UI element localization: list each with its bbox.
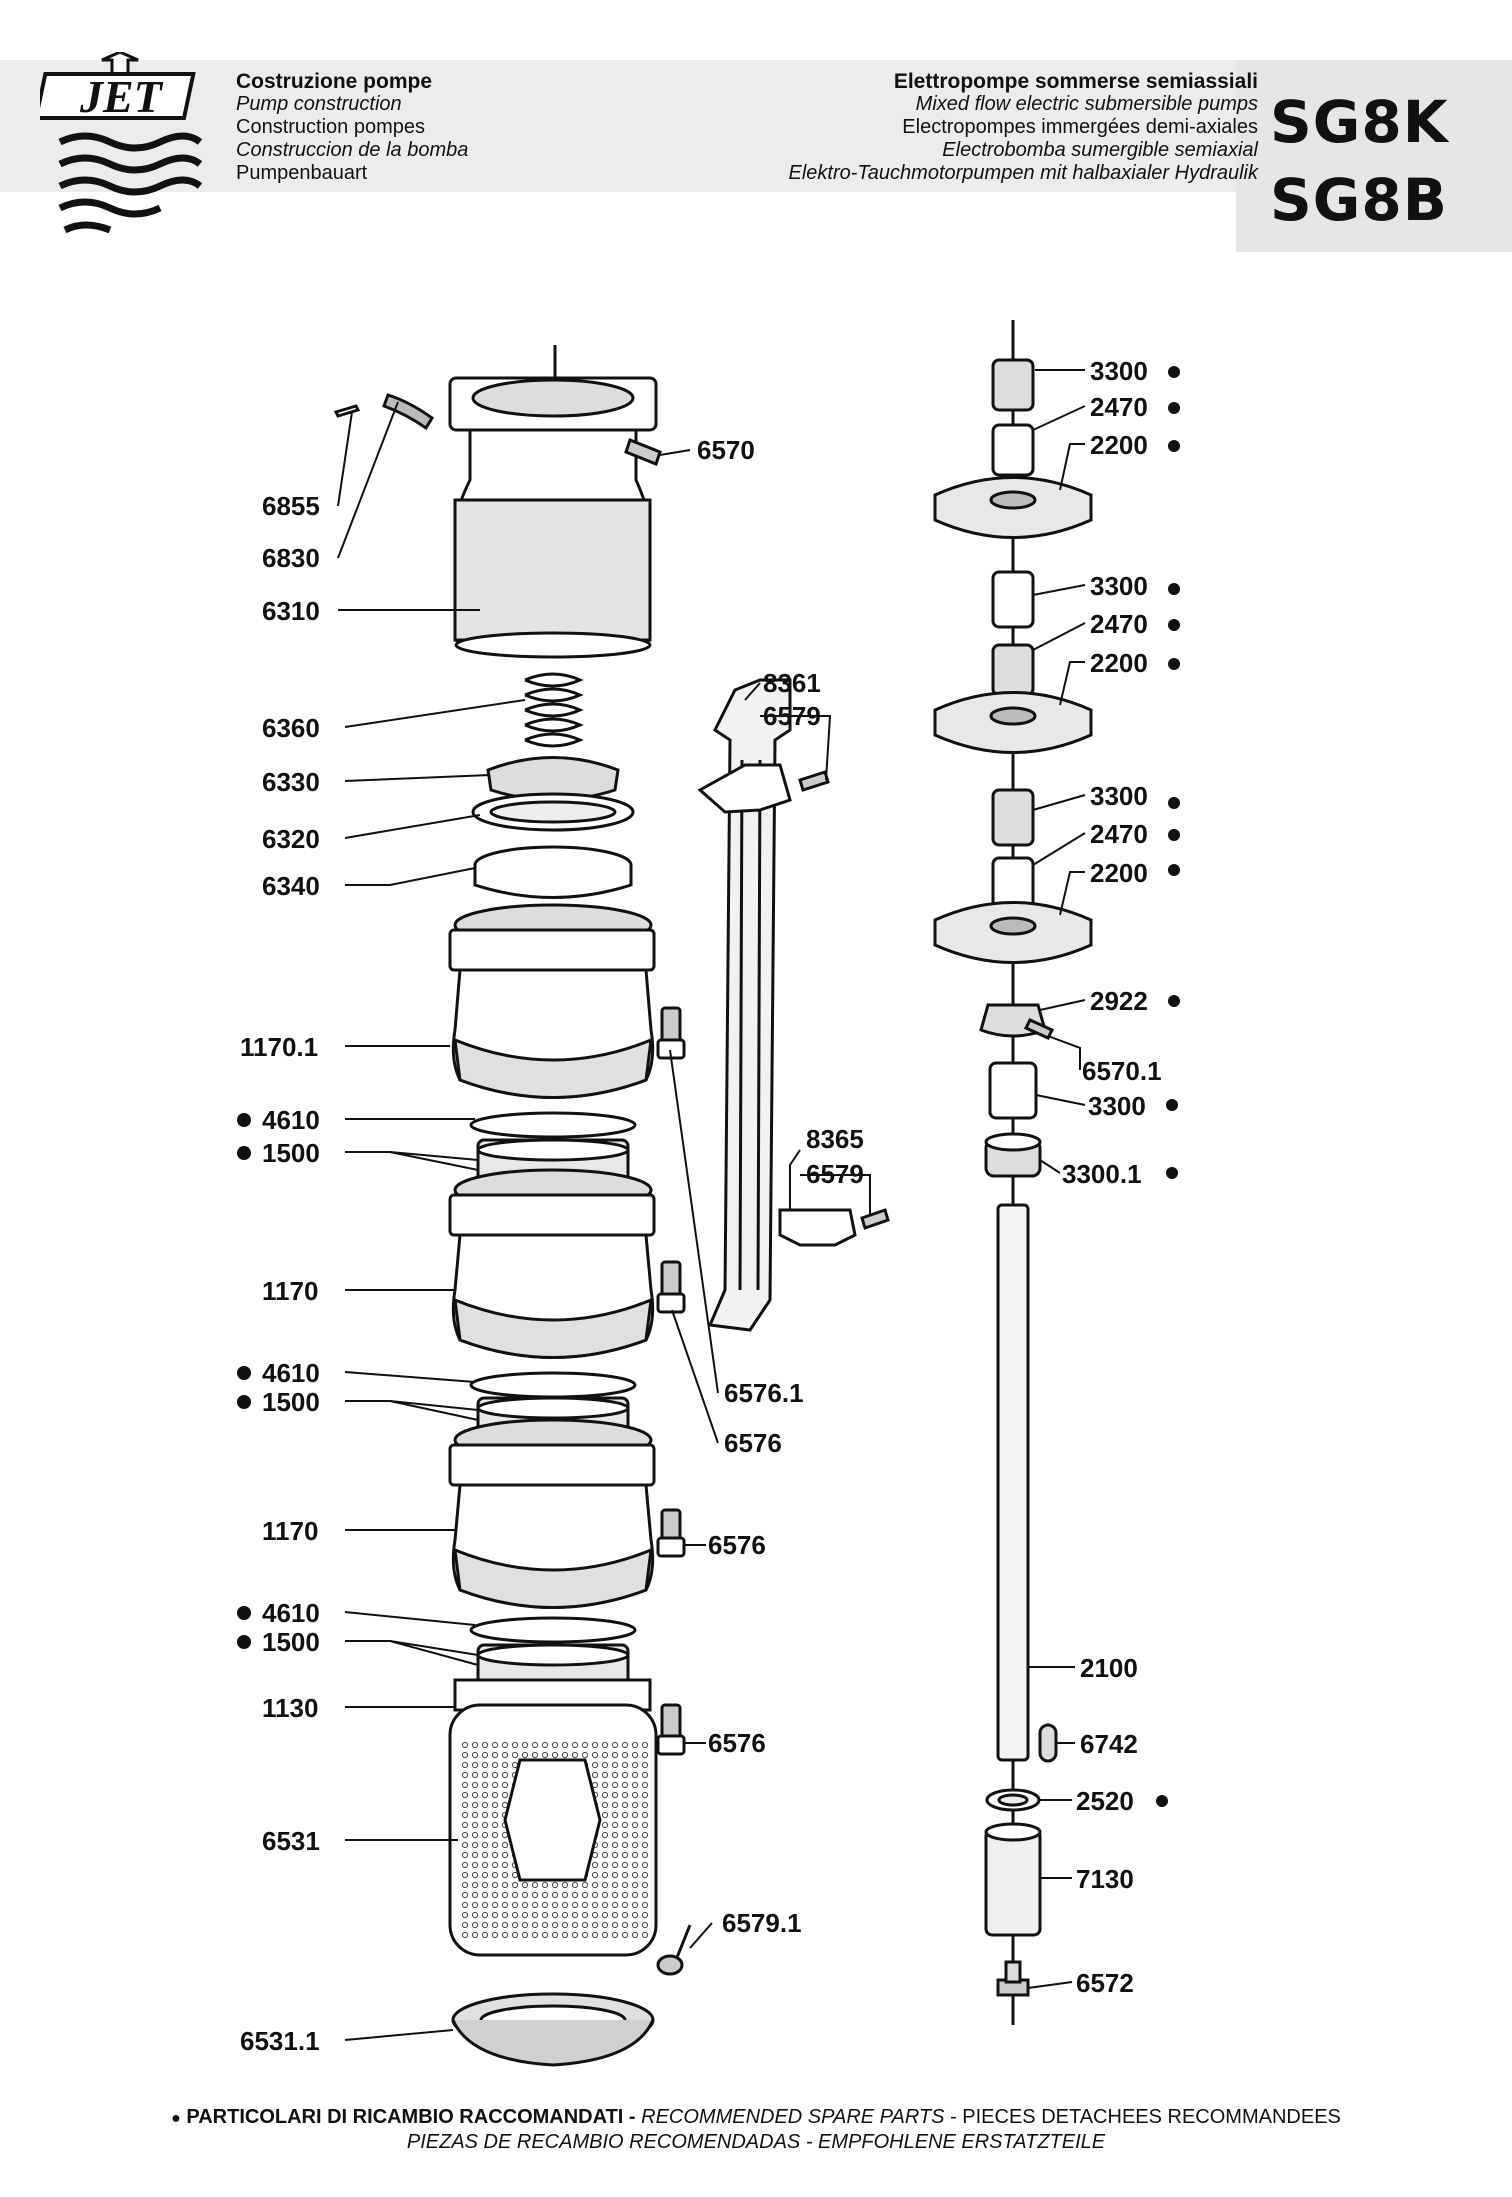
label-2470: 2470	[1090, 392, 1148, 422]
label-1170: 1170	[262, 1276, 318, 1306]
label-6576-1: 6576.1	[724, 1378, 804, 1408]
recommended-dot	[1166, 1099, 1178, 1111]
label-1500: 1500	[262, 1138, 320, 1168]
right-line-en: Mixed flow electric submersible pumps	[915, 93, 1258, 115]
recommended-dot	[237, 1635, 251, 1649]
label-8361: 8361	[763, 668, 821, 698]
recommended-dot	[237, 1606, 251, 1620]
label-6579: 6579	[763, 701, 821, 731]
label-3300: 3300	[1090, 781, 1148, 811]
left-line-fr: Construction pompes	[236, 116, 425, 138]
label-3300: 3300	[1090, 356, 1148, 386]
label-6320: 6320	[262, 824, 320, 854]
recommended-dot	[1168, 829, 1180, 841]
recommended-dot	[237, 1146, 251, 1160]
recommended-dot	[1168, 402, 1180, 414]
label-2470: 2470	[1090, 609, 1148, 639]
recommended-dot	[1168, 995, 1180, 1007]
label-1130: 1130	[262, 1693, 318, 1723]
label-2100: 2100	[1080, 1653, 1138, 1683]
label-6855: 6855	[262, 491, 320, 521]
right-line-fr: Electropompes immergées demi-axiales	[902, 116, 1258, 138]
label-2200: 2200	[1090, 430, 1148, 460]
label-6360: 6360	[262, 713, 320, 743]
header-right: Elettropompe sommerse semiassiali Mixed …	[789, 70, 1258, 185]
footer-french: - PIECES DETACHEES RECOMMANDEES	[944, 2106, 1341, 2128]
right-line-es: Electrobomba sumergible semiaxial	[942, 139, 1258, 161]
label-4610: 4610	[262, 1358, 320, 1388]
label-6531: 6531	[262, 1826, 320, 1856]
recommended-dot	[237, 1395, 251, 1409]
label-7130: 7130	[1076, 1864, 1134, 1894]
label-2200: 2200	[1090, 858, 1148, 888]
label-6576: 6576	[708, 1728, 766, 1758]
label-4610: 4610	[262, 1598, 320, 1628]
recommended-dot	[237, 1113, 251, 1127]
label-2200: 2200	[1090, 648, 1148, 678]
label-6340: 6340	[262, 871, 320, 901]
left-line-es: Construccion de la bomba	[236, 139, 469, 161]
label-6330: 6330	[262, 767, 320, 797]
jet-logo: JET	[40, 52, 203, 234]
left-line-de: Pumpenbauart	[236, 162, 368, 184]
label-6531-1: 6531.1	[240, 2026, 320, 2056]
svg-text:JET: JET	[79, 71, 164, 122]
label-6570-1: 6570.1	[1082, 1056, 1162, 1086]
label-6572: 6572	[1076, 1968, 1134, 1998]
footer-line-2: PIEZAS DE RECAMBIO RECOMENDADAS - EMPFOH…	[406, 2131, 1106, 2153]
right-title: Elettropompe sommerse semiassiali	[893, 70, 1258, 93]
recommended-dot	[1156, 1795, 1168, 1807]
label-2922: 2922	[1090, 986, 1148, 1016]
label-6310: 6310	[262, 596, 320, 626]
model-sg8b: SG8B	[1270, 166, 1448, 234]
right-line-de: Elektro-Tauchmotorpumpen mit halbaxialer…	[788, 162, 1258, 184]
recommended-dot	[237, 1366, 251, 1380]
recommended-dot	[1168, 366, 1180, 378]
recommended-dot	[1168, 619, 1180, 631]
label-3300: 3300	[1088, 1091, 1146, 1121]
label-2470: 2470	[1090, 819, 1148, 849]
recommended-dot	[1168, 440, 1180, 452]
label-8365: 8365	[806, 1124, 864, 1154]
label-6576: 6576	[708, 1530, 766, 1560]
label-3300-1: 3300.1	[1062, 1159, 1142, 1189]
label-1500: 1500	[262, 1387, 320, 1417]
footer-line-1: ● PARTICOLARI DI RICAMBIO RACCOMANDATI -…	[0, 2106, 1512, 2129]
label-6576: 6576	[724, 1428, 782, 1458]
label-2520: 2520	[1076, 1786, 1134, 1816]
recommended-dot	[1168, 658, 1180, 670]
left-line-en: Pump construction	[236, 93, 402, 115]
label-1500: 1500	[262, 1627, 320, 1657]
model-band	[1236, 60, 1512, 252]
label-1170: 1170	[262, 1516, 318, 1546]
label-6579: 6579	[806, 1159, 864, 1189]
label-4610: 4610	[262, 1105, 320, 1135]
recommended-dot	[1168, 583, 1180, 595]
label-6570: 6570	[697, 435, 755, 465]
label-3300: 3300	[1090, 571, 1148, 601]
footer-english: RECOMMENDED SPARE PARTS	[635, 2106, 945, 2128]
left-title: Costruzione pompe	[236, 70, 433, 93]
recommended-dot	[1166, 1167, 1178, 1179]
recommended-dot	[1168, 864, 1180, 876]
label-6742: 6742	[1080, 1729, 1138, 1759]
recommended-dot	[1168, 797, 1180, 809]
header-left: Costruzione pompe Pump construction Cons…	[236, 70, 468, 185]
footer-italian: PARTICOLARI DI RICAMBIO RACCOMANDATI -	[186, 2106, 636, 2128]
model-sg8k: SG8K	[1270, 88, 1449, 156]
recommended-bullet-icon: ●	[171, 2110, 181, 2127]
label-6579-1: 6579.1	[722, 1908, 802, 1938]
label-1170-1: 1170.1	[240, 1032, 318, 1062]
label-6830: 6830	[262, 543, 320, 573]
